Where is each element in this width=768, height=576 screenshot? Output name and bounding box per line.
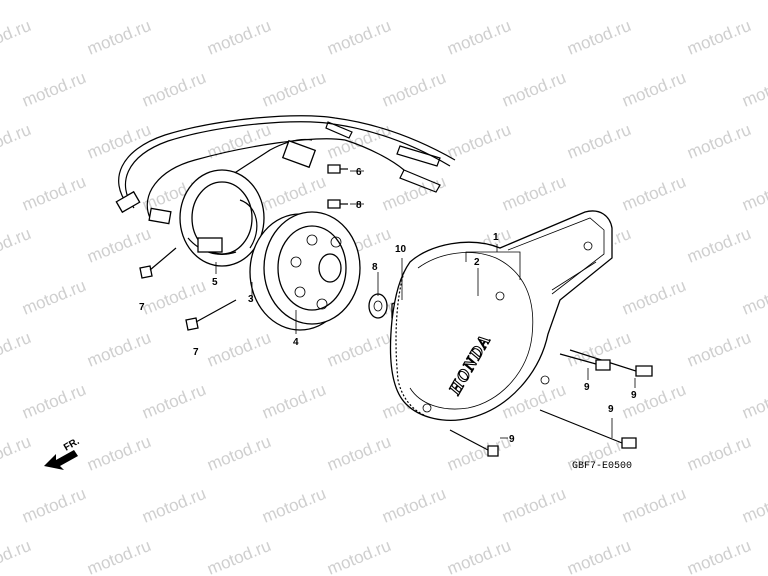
- watermark-text: motod.ru: [84, 432, 153, 475]
- watermark-text: motod.ru: [204, 328, 273, 371]
- callout-3: 3: [248, 294, 254, 305]
- watermark-text: motod.ru: [259, 380, 328, 423]
- bolt-7-lower: [185, 299, 237, 331]
- watermark-text: motod.ru: [259, 484, 328, 527]
- watermark-text: motod.ru: [379, 172, 448, 215]
- watermark-text: motod.ru: [619, 380, 688, 423]
- front-arrow-icon: [44, 450, 78, 470]
- watermark-text: motod.ru: [84, 536, 153, 576]
- watermark-text: motod.ru: [684, 120, 753, 163]
- watermark-text: motod.ru: [619, 484, 688, 527]
- watermark-text: motod.ru: [0, 120, 34, 163]
- watermark-text: motod.ru: [19, 380, 88, 423]
- watermark-text: motod.ru: [0, 536, 34, 576]
- callout-7-lower: 7: [193, 347, 199, 358]
- watermark-text: motod.ru: [619, 68, 688, 111]
- watermark-text: motod.ru: [204, 16, 273, 59]
- watermark-text: motod.ru: [684, 432, 753, 475]
- front-label: FR.: [62, 436, 82, 454]
- watermark-text: motod.ru: [619, 172, 688, 215]
- watermark-text: motod.ru: [739, 172, 768, 215]
- callout-10: 10: [395, 244, 407, 255]
- callout-9-a: 9: [584, 382, 590, 393]
- bolt-6: [327, 164, 348, 174]
- watermark-text: motod.ru: [139, 68, 208, 111]
- diagram-code: GBF7-E0500: [572, 461, 632, 472]
- watermark-text: motod.ru: [739, 68, 768, 111]
- callout-4: 4: [293, 337, 299, 348]
- watermark-text: motod.ru: [0, 432, 34, 475]
- bolt-9-b: [559, 353, 611, 371]
- watermark-text: motod.ru: [19, 484, 88, 527]
- watermark-text: motod.ru: [324, 536, 393, 576]
- watermark-text: motod.ru: [19, 172, 88, 215]
- flywheel: [249, 211, 361, 331]
- watermark-text: motod.ru: [204, 432, 273, 475]
- watermark-text: motod.ru: [84, 120, 153, 163]
- watermark-text: motod.ru: [499, 172, 568, 215]
- watermark-text: motod.ru: [619, 276, 688, 319]
- watermark-text: motod.ru: [0, 16, 34, 59]
- bolt-9-c: [539, 409, 637, 449]
- callout-5: 5: [212, 277, 218, 288]
- callout-8-washer: 8: [372, 262, 378, 273]
- watermark-text: motod.ru: [739, 484, 768, 527]
- watermark-text: motod.ru: [139, 484, 208, 527]
- watermark-text: motod.ru: [0, 328, 34, 371]
- watermark-text: motod.ru: [444, 16, 513, 59]
- watermark-text: motod.ru: [684, 224, 753, 267]
- washer: [368, 293, 388, 319]
- watermark-text: motod.ru: [684, 328, 753, 371]
- watermark-text: motod.ru: [204, 536, 273, 576]
- watermark-text: motod.ru: [684, 16, 753, 59]
- watermark-text: motod.ru: [564, 120, 633, 163]
- watermark-text: motod.ru: [84, 328, 153, 371]
- watermark-layer: motod.ru motod.ru motod.ru motod.ru motod.ru…: [0, 16, 768, 576]
- watermark-text: motod.ru: [259, 172, 328, 215]
- watermark-text: motod.ru: [444, 120, 513, 163]
- callout-2: 2: [474, 257, 480, 268]
- watermark-text: motod.ru: [379, 484, 448, 527]
- watermark-text: motod.ru: [324, 328, 393, 371]
- callout-9-b: 9: [631, 390, 637, 401]
- callout-9-d: 9: [509, 434, 515, 445]
- callout-1: 1: [493, 232, 499, 243]
- callout-6: 6: [356, 167, 362, 178]
- watermark-text: motod.ru: [379, 68, 448, 111]
- front-direction-marker: FR.: [44, 436, 82, 470]
- watermark-text: motod.ru: [564, 16, 633, 59]
- watermark-text: motod.ru: [444, 536, 513, 576]
- watermark-text: motod.ru: [139, 276, 208, 319]
- watermark-text: motod.ru: [259, 68, 328, 111]
- watermark-text: motod.ru: [739, 380, 768, 423]
- watermark-text: motod.ru: [0, 224, 34, 267]
- watermark-text: motod.ru: [19, 68, 88, 111]
- watermark-text: motod.ru: [499, 484, 568, 527]
- watermark-text: motod.ru: [19, 276, 88, 319]
- leader-lines: [215, 170, 636, 439]
- watermark-text: motod.ru: [564, 536, 633, 576]
- callout-8-bolt: 8: [356, 200, 362, 211]
- stator: [179, 169, 265, 267]
- watermark-text: motod.ru: [739, 276, 768, 319]
- watermark-text: motod.ru: [499, 68, 568, 111]
- watermark-text: motod.ru: [324, 432, 393, 475]
- watermark-text: motod.ru: [324, 16, 393, 59]
- watermark-text: motod.ru: [84, 16, 153, 59]
- left-crankcase-cover: [389, 210, 613, 421]
- callout-9-c: 9: [608, 404, 614, 415]
- bolt-7-upper: [139, 247, 177, 279]
- bolt-9-d: [449, 429, 499, 457]
- wiring-harness: [115, 115, 456, 225]
- watermark-text: motod.ru: [139, 380, 208, 423]
- bolt-8-upper: [327, 199, 348, 209]
- bolts: [139, 164, 653, 457]
- callout-7-upper: 7: [139, 302, 145, 313]
- watermark-text: motod.ru: [84, 224, 153, 267]
- watermark-text: motod.ru: [684, 536, 753, 576]
- callouts: 1 2 3 4 5 6 7 7 8 8 9 9 9 9 10: [139, 167, 637, 445]
